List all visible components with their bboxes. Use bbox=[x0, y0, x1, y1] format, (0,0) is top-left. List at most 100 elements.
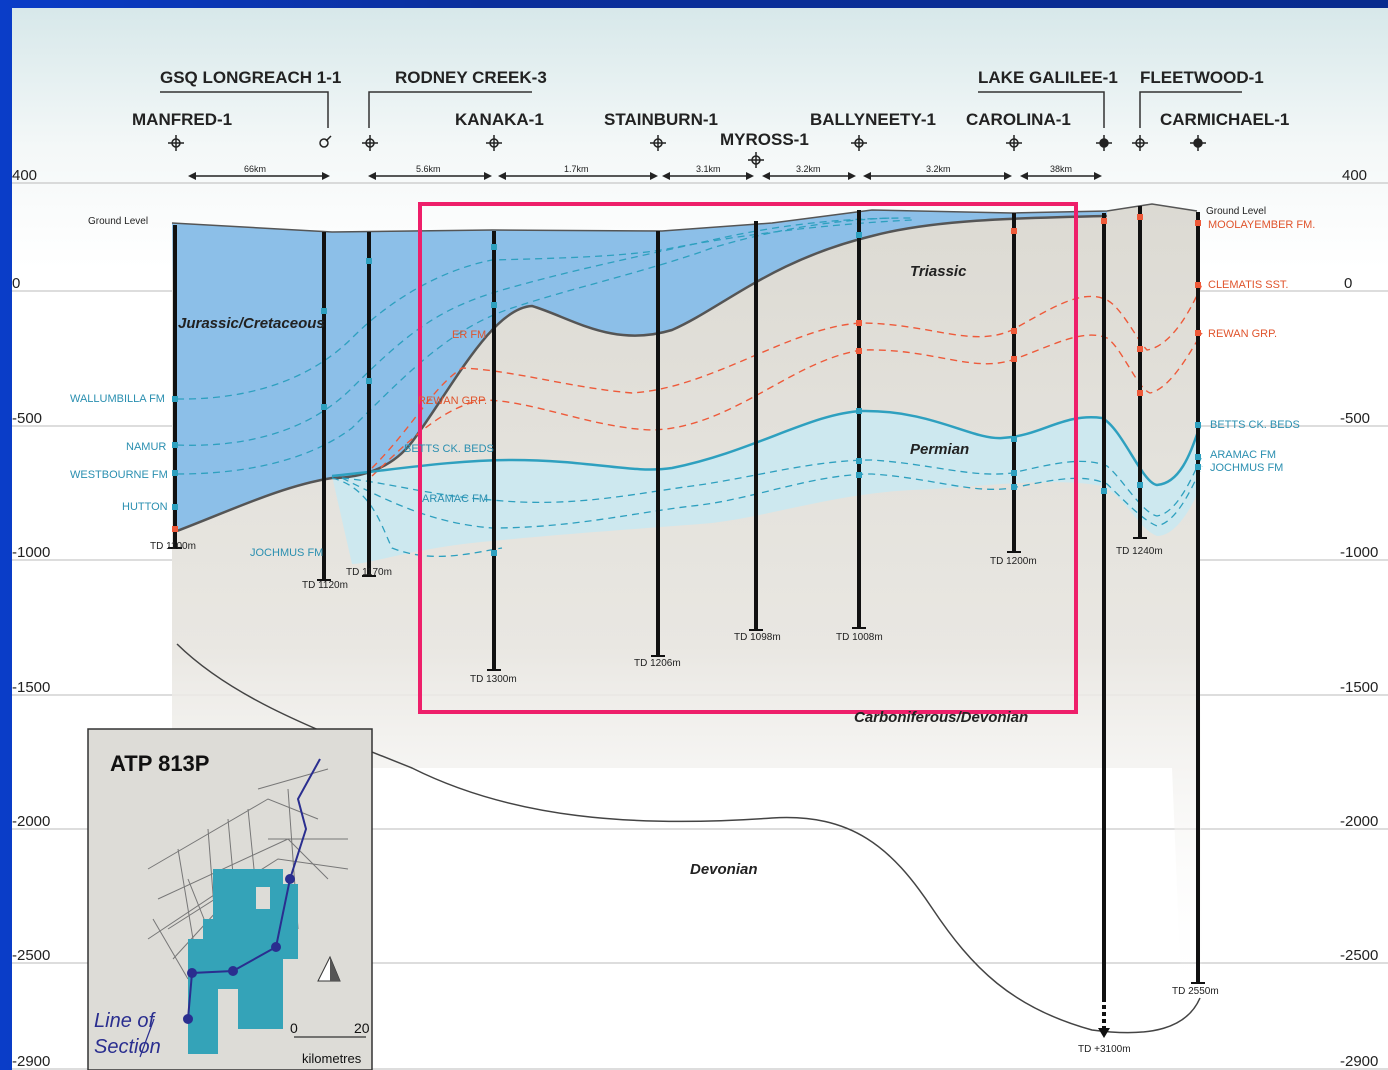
well-symbol-icon bbox=[851, 135, 867, 151]
depth-label-right: 400 bbox=[1342, 167, 1367, 184]
distance-label: 66km bbox=[244, 164, 266, 174]
td-label: TD 1240m bbox=[1116, 546, 1163, 557]
depth-label-left: -1500 bbox=[12, 679, 50, 696]
name-brackets bbox=[160, 91, 1242, 128]
well-symbol-icon bbox=[319, 135, 332, 148]
highlight-box bbox=[418, 202, 1078, 714]
well-symbol-icon bbox=[1132, 135, 1148, 151]
well-symbol-icon bbox=[362, 135, 378, 151]
depth-label-right: -2000 bbox=[1340, 813, 1378, 830]
formation-label: REWAN GRP. bbox=[1208, 328, 1277, 340]
inset-scale-zero: 0 bbox=[290, 1020, 298, 1036]
jurassic-horizons bbox=[176, 217, 913, 557]
depth-label-left: 0 bbox=[12, 275, 20, 292]
well-td-ticks bbox=[168, 537, 1205, 984]
depth-label-right: -1500 bbox=[1340, 679, 1378, 696]
distance-label: 3.2km bbox=[796, 164, 821, 174]
formation-label: ER FM bbox=[452, 329, 486, 341]
well-name-ballyneety: BALLYNEETY-1 bbox=[810, 110, 936, 129]
td-label: TD 1170m bbox=[346, 567, 392, 578]
ground-level-label-right: Ground Level bbox=[1206, 206, 1266, 217]
inset-line-label: Section bbox=[94, 1036, 161, 1058]
distance-label: 38km bbox=[1050, 164, 1072, 174]
ground-level-line bbox=[171, 203, 1198, 233]
formation-label: BETTS CK. BEDS bbox=[1210, 419, 1300, 431]
well-symbol-icon bbox=[748, 152, 764, 168]
formation-label: WALLUMBILLA FM bbox=[70, 393, 165, 405]
distance-label: 1.7km bbox=[564, 164, 589, 174]
well-symbol-icon bbox=[168, 135, 184, 151]
ground-level-label-left: Ground Level bbox=[88, 216, 148, 227]
depth-label-right: -2500 bbox=[1340, 947, 1378, 964]
era-triassic: Triassic bbox=[910, 263, 967, 280]
well-symbols bbox=[168, 135, 1206, 168]
td-label: TD 1120m bbox=[302, 580, 348, 591]
depth-label-right: -2900 bbox=[1340, 1053, 1378, 1070]
era-devonian: Devonian bbox=[690, 861, 758, 878]
well-name-rodney: RODNEY CREEK-3 bbox=[395, 68, 547, 87]
well-name-longreach: GSQ LONGREACH 1-1 bbox=[160, 68, 341, 87]
inset-line-label: Line of bbox=[94, 1010, 156, 1032]
formation-label: ARAMAC FM bbox=[1210, 449, 1276, 461]
era-carboniferous: Carboniferous/Devonian bbox=[854, 709, 1028, 726]
cross-section-diagram: GSQ LONGREACH 1-1 RODNEY CREEK-3 LAKE GA… bbox=[12, 68, 1388, 1070]
distance-arrowheads bbox=[188, 172, 1102, 180]
inset-title: ATP 813P bbox=[110, 751, 209, 776]
well-name-stainburn: STAINBURN-1 bbox=[604, 110, 718, 129]
distance-label: 3.1km bbox=[696, 164, 721, 174]
formation-label: REWAN GRP. bbox=[418, 395, 487, 407]
well-symbol-icon bbox=[650, 135, 666, 151]
formation-label: CLEMATIS SST. bbox=[1208, 279, 1288, 291]
td-label: TD 1206m bbox=[634, 658, 681, 669]
inset-scale-unit: kilometres bbox=[302, 1051, 362, 1066]
jurassic-fill bbox=[172, 210, 1107, 531]
inset-map: ATP 813P Line of Section 0 bbox=[87, 728, 373, 1070]
lake-galilee-arrow bbox=[1098, 1028, 1110, 1038]
depth-label-left: -1000 bbox=[12, 544, 50, 561]
formation-label: HUTTON bbox=[122, 501, 168, 513]
well-symbol-icon bbox=[486, 135, 502, 151]
formation-label: ARAMAC FM bbox=[422, 493, 488, 505]
well-name-lake-galilee: LAKE GALILEE-1 bbox=[978, 68, 1118, 87]
td-label: TD 1098m bbox=[734, 632, 781, 643]
inset-scale-max: 20 bbox=[354, 1020, 370, 1036]
era-jurassic: Jurassic/Cretaceous bbox=[178, 315, 325, 332]
well-name-fleetwood: FLEETWOOD-1 bbox=[1140, 68, 1264, 87]
well-name-manfred: MANFRED-1 bbox=[132, 110, 232, 129]
north-arrow-icon bbox=[317, 955, 341, 982]
distance-label: 5.6km bbox=[416, 164, 441, 174]
well-bores bbox=[173, 206, 1200, 998]
well-symbol-icon bbox=[1006, 135, 1022, 151]
formation-label: NAMUR bbox=[126, 441, 166, 453]
depth-label-left: -500 bbox=[12, 410, 42, 427]
well-name-myross: MYROSS-1 bbox=[720, 130, 809, 149]
distance-label: 3.2km bbox=[926, 164, 951, 174]
formation-markers bbox=[172, 214, 1201, 556]
triassic-horizons bbox=[371, 283, 1203, 477]
td-label: TD 1300m bbox=[470, 674, 517, 685]
formation-label: WESTBOURNE FM bbox=[70, 469, 168, 481]
td-label: TD 2550m bbox=[1172, 986, 1219, 997]
well-name-carolina: CAROLINA-1 bbox=[966, 110, 1071, 129]
formation-label: MOOLAYEMBER FM. bbox=[1208, 219, 1315, 231]
well-name-kanaka: KANAKA-1 bbox=[455, 110, 544, 129]
depth-label-left: -2900 bbox=[12, 1053, 50, 1070]
depth-label-right: -500 bbox=[1340, 410, 1370, 427]
formation-label: JOCHMUS FM bbox=[1210, 462, 1283, 474]
td-label: TD 1008m bbox=[836, 632, 883, 643]
well-symbol-icon bbox=[1096, 135, 1112, 151]
well-symbol-icon bbox=[1190, 135, 1206, 151]
td-label: TD +3100m bbox=[1078, 1044, 1131, 1055]
depth-label-left: -2000 bbox=[12, 813, 50, 830]
td-label: TD 1200m bbox=[990, 556, 1037, 567]
depth-label-right: 0 bbox=[1344, 275, 1352, 292]
formation-label: JOCHMUS FM bbox=[250, 547, 323, 559]
era-permian: Permian bbox=[910, 441, 969, 458]
depth-label-left: 400 bbox=[12, 167, 37, 184]
well-name-carmichael: CARMICHAEL-1 bbox=[1160, 110, 1289, 129]
formation-label: BETTS CK. BEDS bbox=[404, 443, 494, 455]
depth-label-left: -2500 bbox=[12, 947, 50, 964]
td-label: TD 1100m bbox=[150, 541, 196, 552]
depth-label-right: -1000 bbox=[1340, 544, 1378, 561]
cross-section-slide: GSQ LONGREACH 1-1 RODNEY CREEK-3 LAKE GA… bbox=[12, 8, 1388, 1070]
